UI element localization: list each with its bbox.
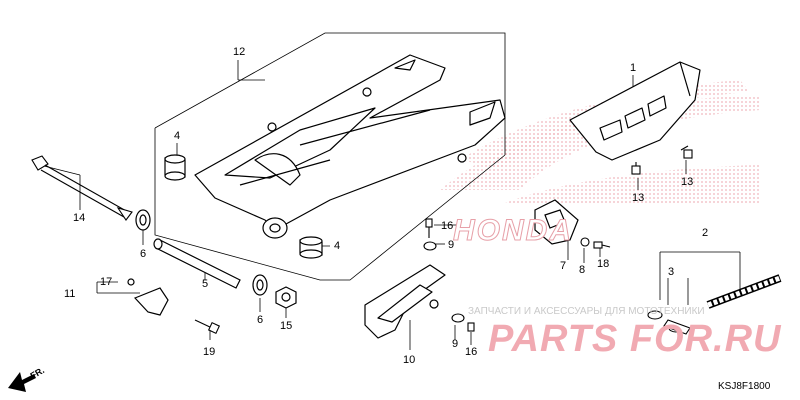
pivot-nut xyxy=(275,286,297,309)
callout-6: 6 xyxy=(140,248,147,260)
callout-14: 14 xyxy=(73,212,86,224)
callout-9: 9 xyxy=(452,338,459,350)
callout-15: 15 xyxy=(280,320,293,332)
callout-1: 1 xyxy=(630,62,637,74)
callout-9: 9 xyxy=(448,239,455,251)
callout-2: 2 xyxy=(702,227,709,239)
pivot-bolt xyxy=(31,155,133,221)
watermark-brand: PARTS FOR.RU xyxy=(488,318,782,360)
diagram-code: KSJ8F1800 xyxy=(718,381,771,392)
callout-4: 4 xyxy=(174,130,181,142)
honda-wing-watermark xyxy=(440,80,760,205)
washer-8 xyxy=(580,237,590,247)
callout-10: 10 xyxy=(403,354,416,366)
callout-12: 12 xyxy=(233,46,246,58)
pivot-collar xyxy=(153,238,241,289)
watermark-caption: ЗАПЧАСТИ И АКСЕССУАРЫ ДЛЯ МОТОТЕХНИКИ xyxy=(468,306,705,317)
callout-16: 16 xyxy=(465,346,478,358)
chain-guide-slider xyxy=(534,199,579,245)
drive-chain-case xyxy=(569,61,701,161)
callout-13: 13 xyxy=(681,176,694,188)
callout-5: 5 xyxy=(202,278,209,290)
callout-18: 18 xyxy=(597,258,610,270)
flange-bolt-19 xyxy=(194,319,221,335)
front-direction-arrow xyxy=(8,372,36,392)
bolt-18 xyxy=(593,241,611,249)
swingarm-group-box xyxy=(154,32,506,281)
callout-7: 7 xyxy=(560,260,567,272)
callout-8: 8 xyxy=(579,264,586,276)
swingarm-bushing xyxy=(164,154,323,259)
callout-11: 11 xyxy=(64,288,76,300)
callout-16: 16 xyxy=(441,220,454,232)
callout-3: 3 xyxy=(668,266,675,278)
honda-logo: HONDA xyxy=(453,214,573,248)
drive-chain xyxy=(706,274,782,309)
chain-guide-bracket xyxy=(127,278,169,316)
callout-4: 4 xyxy=(334,240,341,252)
chain-joint xyxy=(647,310,691,335)
callout-13: 13 xyxy=(632,192,645,204)
bolt-13 xyxy=(631,145,693,175)
callout-19: 19 xyxy=(203,346,216,358)
chain-slider xyxy=(364,264,446,339)
swingarm xyxy=(194,54,506,239)
pivot-washer xyxy=(135,209,268,296)
washer-9 xyxy=(423,241,465,323)
bolt-16 xyxy=(425,218,475,332)
callout-6: 6 xyxy=(257,314,264,326)
callout-17: 17 xyxy=(100,276,113,288)
